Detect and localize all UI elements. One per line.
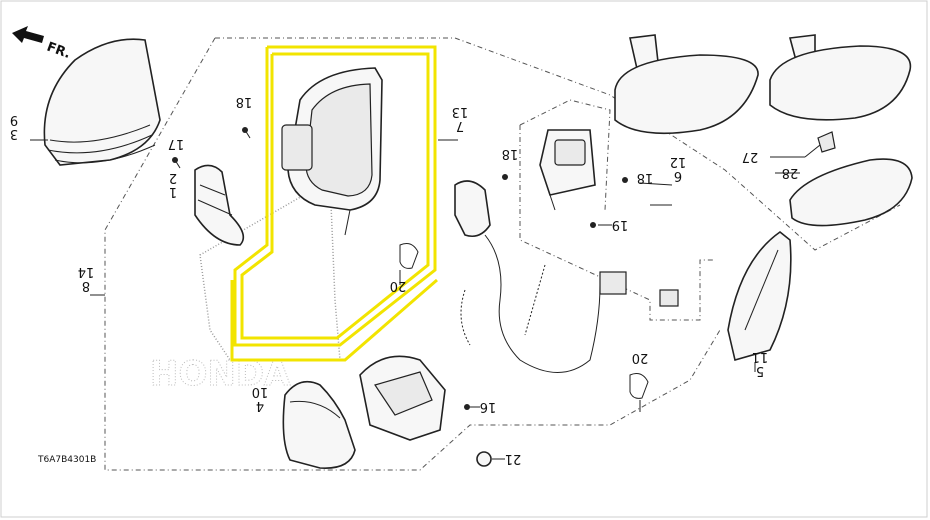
callout-16: 16 bbox=[480, 399, 497, 414]
callout-18c: 18 bbox=[637, 170, 654, 185]
mirror-motor bbox=[539, 129, 596, 211]
callout-19: 19 bbox=[612, 217, 629, 232]
mirror-base bbox=[359, 355, 446, 441]
assembly-boundary-top bbox=[215, 37, 901, 251]
nut-icon bbox=[476, 451, 492, 467]
harness-clip-icon bbox=[399, 243, 649, 399]
callout-5-11: 511 bbox=[752, 349, 769, 378]
lower-cover bbox=[282, 380, 356, 469]
callout-6-12: 612 bbox=[670, 154, 687, 183]
callout-28: 28 bbox=[782, 165, 799, 180]
callout-18b: 18 bbox=[502, 146, 519, 161]
callout-18a: 18 bbox=[236, 94, 253, 109]
mirror-actuator-housing bbox=[281, 67, 383, 236]
callout-20b: 20 bbox=[632, 350, 649, 365]
rearview-mirror-1 bbox=[614, 34, 759, 135]
callout-3-9: 39 bbox=[10, 112, 18, 141]
rearview-mirror-3 bbox=[789, 131, 913, 227]
mirror-glass bbox=[727, 231, 792, 362]
callout-20a: 20 bbox=[390, 278, 407, 293]
callout-7-13: 713 bbox=[452, 104, 469, 133]
arrow-label: FR. bbox=[45, 40, 73, 62]
callout-1-2: 12 bbox=[169, 170, 177, 199]
turn-signal-light bbox=[194, 164, 245, 246]
skull-cap-cover bbox=[43, 38, 161, 166]
front-arrow-icon: FR. bbox=[12, 26, 72, 62]
leader-lines bbox=[30, 139, 821, 460]
wire-harness bbox=[454, 180, 679, 373]
motor-boundary-top bbox=[519, 99, 611, 211]
diagram-code: T6A7B4301B bbox=[37, 455, 96, 465]
assembly-boundary-bottom bbox=[104, 37, 721, 471]
highlight-outline bbox=[230, 45, 438, 362]
callout-17: 17 bbox=[168, 136, 185, 151]
callout-21: 21 bbox=[505, 451, 522, 466]
rearview-mirror-2 bbox=[769, 34, 912, 121]
callout-4-10: 410 bbox=[252, 384, 269, 413]
screw-icon bbox=[172, 127, 628, 410]
motor-boundary bbox=[519, 125, 715, 321]
callout-8-14: 814 bbox=[78, 264, 95, 293]
shadow-region: HONDA bbox=[150, 178, 341, 395]
callout-labels: 39 18 17 12 713 18 18 612 19 27 28 20 814 511 20 410 16 2… bbox=[10, 94, 798, 466]
callout-27: 27 bbox=[742, 149, 759, 164]
